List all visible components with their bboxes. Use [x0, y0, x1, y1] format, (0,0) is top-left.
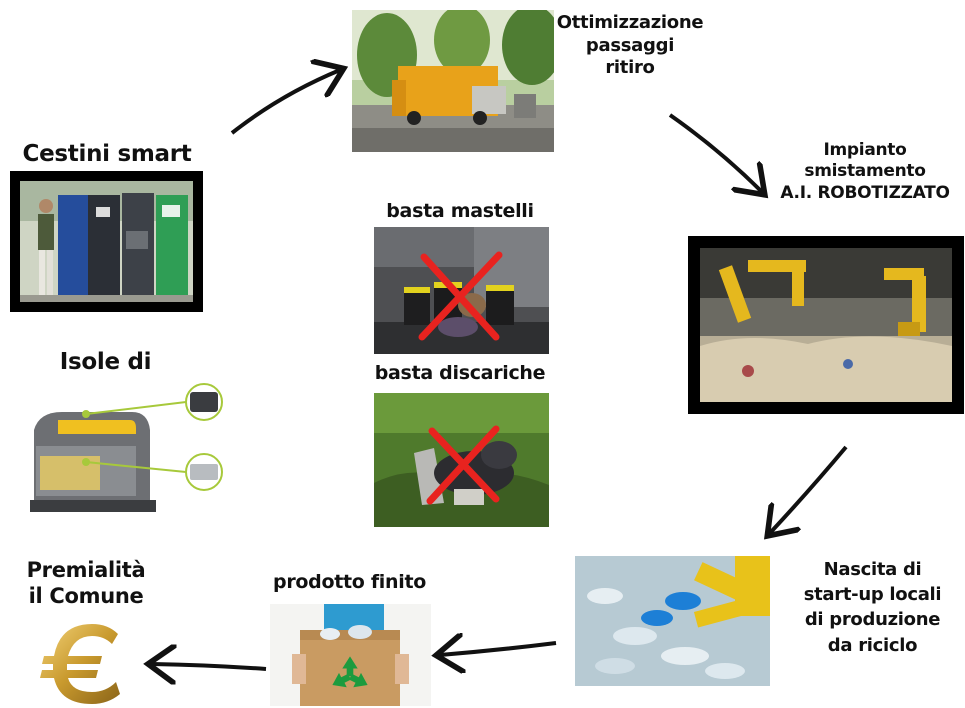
arrow-startup-to-product	[440, 643, 557, 655]
plant-label-line3: A.I. ROBOTIZZATO	[780, 182, 950, 203]
smart-bins-label: Cestini smart	[22, 141, 192, 167]
recycle-icon	[332, 656, 368, 688]
arrow-plant-to-startup	[770, 445, 848, 533]
robot-plant-illustration	[700, 248, 952, 402]
startup-label-line2: start-up locali	[803, 584, 942, 606]
reward-label-line2: il Comune	[28, 584, 144, 609]
red-x-icon-2	[426, 425, 500, 505]
plastic-sorting-illustration	[575, 556, 770, 686]
red-x-icon	[418, 251, 503, 341]
robot-plant-photo	[688, 236, 964, 414]
startup-label-line3: di produzione	[804, 609, 941, 631]
finished-product-illustration	[270, 604, 431, 706]
garbage-truck-photo	[352, 10, 554, 152]
arrow-product-to-reward	[152, 664, 267, 669]
garbage-truck-illustration	[352, 10, 554, 152]
neighborhood-island-illustration	[14, 380, 229, 520]
smart-bins-illustration	[20, 181, 193, 302]
no-dumps-illustration	[374, 393, 549, 527]
no-bins-label: basta mastelli	[386, 200, 534, 222]
arrow-bins-to-truck	[230, 70, 340, 135]
truck-label-line2: passaggi	[585, 34, 675, 56]
arrow-truck-to-plant	[668, 113, 762, 192]
smart-bins-photo	[10, 171, 203, 312]
truck-label: Ottimizzazione passaggi ritiro	[555, 12, 705, 80]
startup-label-line4: da riciclo	[827, 634, 918, 656]
reward-label-line1: Premialità	[26, 558, 146, 582]
plastic-sorting-photo	[575, 556, 770, 686]
plant-label: Impianto smistamento A.I. ROBOTIZZATO	[770, 140, 960, 204]
euro-symbol-icon	[40, 624, 120, 704]
truck-label-line3: ritiro	[605, 57, 655, 78]
no-dumps-photo	[374, 393, 549, 527]
finished-product-photo	[270, 604, 431, 706]
plant-label-line2: smistamento	[804, 161, 926, 182]
reward-label: Premialità il Comune	[16, 557, 156, 610]
no-bins-photo	[374, 227, 549, 354]
truck-label-line1: Ottimizzazione	[556, 12, 704, 33]
neighborhood-island-photo	[14, 380, 229, 520]
plant-label-line1: Impianto	[823, 140, 907, 160]
startup-label-line1: Nascita di	[823, 559, 922, 580]
finished-product-label: prodotto finito	[273, 571, 426, 593]
startup-label: Nascita di start-up locali di produzione…	[790, 557, 955, 658]
no-dumps-label: basta discariche	[374, 362, 546, 384]
